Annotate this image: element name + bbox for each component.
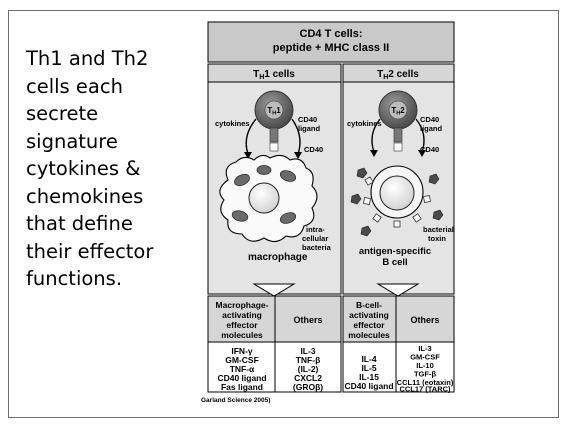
th1-label-bacteria-2: cellular bbox=[302, 234, 328, 243]
svg-text:IL-15: IL-15 bbox=[359, 372, 379, 382]
slide-body-text: Th1 and Th2 cells each secrete signature… bbox=[26, 45, 184, 293]
th1-effector-molecules: IFN-γ GM-CSF TNF-α CD40 ligand Fas ligan… bbox=[217, 346, 266, 392]
svg-text:GM-CSF: GM-CSF bbox=[225, 355, 259, 365]
svg-text:IL-4: IL-4 bbox=[361, 354, 376, 364]
svg-text:IL-3: IL-3 bbox=[300, 346, 315, 356]
svg-text:(IL-2): (IL-2) bbox=[298, 364, 319, 374]
th2-mhc bbox=[393, 142, 403, 152]
th2-table-header-right: Others bbox=[410, 315, 439, 325]
th1-cytokine-arrow-left bbox=[245, 118, 257, 155]
th2-secretion-arrow bbox=[376, 283, 420, 297]
th2-label-toxin-2: toxin bbox=[428, 234, 446, 243]
th1-cytokine-arrow-right bbox=[291, 118, 301, 155]
svg-text:activating: activating bbox=[349, 310, 389, 320]
body-line: their effector bbox=[26, 239, 154, 263]
th2-arrowhead-right bbox=[418, 150, 426, 157]
th1-panel-title-bar bbox=[207, 63, 342, 83]
svg-text:Fas ligand: Fas ligand bbox=[221, 382, 263, 392]
th2-panel-title: TH2 cells bbox=[377, 69, 419, 81]
th1-label-cd40-ligand-2: ligand bbox=[298, 124, 321, 133]
b-cell-receptors bbox=[363, 176, 431, 228]
th2-cytokine-arrow-right bbox=[415, 118, 425, 153]
th1-secretion-arrow bbox=[252, 283, 296, 297]
svg-text:effector: effector bbox=[226, 320, 258, 330]
th1-table-header-right: Others bbox=[293, 315, 322, 325]
th2-arrowhead-left bbox=[370, 150, 378, 157]
th2-effector-molecules: IL-4 IL-5 IL-15 CD40 ligand bbox=[344, 354, 393, 391]
th1-tcr bbox=[269, 127, 279, 143]
th2-label-target-1: antigen-specific bbox=[359, 246, 431, 257]
svg-text:(GROβ): (GROβ) bbox=[293, 382, 323, 392]
slide-frame bbox=[8, 10, 559, 418]
th2-cytokine-arrow-left bbox=[371, 118, 381, 153]
svg-text:CCL11 (eotaxin): CCL11 (eotaxin) bbox=[397, 378, 454, 387]
th1-label-cd40-ligand-1: CD40 bbox=[298, 115, 317, 124]
body-line: cells each bbox=[26, 74, 123, 98]
body-line: signature bbox=[26, 129, 118, 153]
svg-text:molecules: molecules bbox=[348, 330, 390, 340]
intracellular-bacteria bbox=[231, 165, 297, 224]
th2-label-target-2: B cell bbox=[382, 257, 407, 268]
th2-label-cd40-ligand-1: CD40 bbox=[420, 115, 439, 124]
header-title-line1: CD4 T cells: bbox=[300, 28, 363, 40]
body-line: cytokines & bbox=[26, 157, 141, 180]
th2-table-header-left: B-cell- activating effector molecules bbox=[348, 300, 390, 340]
th-cell-figure: CD4 T cells: peptide + MHC class II TH1 … bbox=[198, 20, 550, 408]
svg-text:effector: effector bbox=[353, 320, 385, 330]
svg-text:molecules: molecules bbox=[221, 330, 263, 340]
svg-text:TNF-β: TNF-β bbox=[296, 355, 321, 365]
th1-label-cd40: CD40 bbox=[304, 145, 323, 154]
th2-label-cd40: CD40 bbox=[420, 145, 439, 154]
th1-table-header-left: Macrophage- activating effector molecule… bbox=[216, 300, 269, 340]
svg-text:CD40 ligand: CD40 ligand bbox=[344, 381, 393, 391]
body-line: secrete bbox=[26, 102, 99, 125]
body-line: functions. bbox=[26, 267, 123, 290]
th1-cell-label: TH1 bbox=[267, 106, 281, 117]
svg-text:Macrophage-: Macrophage- bbox=[216, 300, 269, 310]
th1-arrowhead-right bbox=[294, 152, 302, 159]
body-line: Th1 and Th2 bbox=[26, 47, 149, 70]
body-line: that define bbox=[26, 212, 133, 235]
th1-label-bacteria-3: bacteria bbox=[302, 243, 332, 252]
th2-label-toxin-1: bacterial bbox=[423, 225, 454, 234]
th2-tcr bbox=[393, 127, 403, 143]
svg-text:TGF-β: TGF-β bbox=[414, 370, 436, 379]
svg-text:TNF-α: TNF-α bbox=[230, 364, 255, 374]
th1-other-molecules: IL-3 TNF-β (IL-2) CXCL2 (GROβ) bbox=[293, 346, 323, 392]
th2-panel-title-bar bbox=[342, 63, 455, 83]
th1-nucleus bbox=[264, 100, 284, 120]
svg-text:CD40 ligand: CD40 ligand bbox=[217, 373, 266, 383]
body-line: chemokines bbox=[26, 184, 144, 208]
th2-label-cytokines: cytokines bbox=[347, 119, 382, 128]
th1-label-bacteria-1: intra- bbox=[306, 225, 325, 234]
svg-text:B-cell-: B-cell- bbox=[356, 300, 382, 310]
macrophage-nucleus bbox=[248, 182, 280, 214]
svg-text:activating: activating bbox=[222, 310, 262, 320]
b-cell-nucleus bbox=[379, 175, 415, 211]
svg-text:CCL17 (TARC): CCL17 (TARC) bbox=[399, 385, 451, 394]
svg-text:IL-10: IL-10 bbox=[416, 361, 434, 370]
th1-label-macrophage: macrophage bbox=[248, 252, 308, 263]
svg-text:CXCL2: CXCL2 bbox=[294, 373, 322, 383]
th2-label-cd40-ligand-2: ligand bbox=[420, 124, 443, 133]
th2-other-molecules: IL-3 GM-CSF IL-10 TGF-β CCL11 (eotaxin) … bbox=[397, 344, 454, 394]
header-box bbox=[207, 21, 455, 63]
svg-text:IL-3: IL-3 bbox=[418, 344, 431, 353]
svg-text:IFN-γ: IFN-γ bbox=[231, 346, 253, 356]
th1-label-cytokines: cytokines bbox=[215, 119, 250, 128]
svg-text:IL-5: IL-5 bbox=[361, 363, 376, 373]
th1-arrowhead-left bbox=[244, 152, 252, 159]
bacterial-toxins bbox=[350, 167, 444, 237]
header-title-line2: peptide + MHC class II bbox=[273, 42, 389, 54]
th2-table-header bbox=[342, 295, 455, 343]
svg-text:GM-CSF: GM-CSF bbox=[410, 353, 440, 362]
th1-mhc bbox=[269, 142, 279, 152]
th1-panel-title: TH1 cells bbox=[253, 69, 295, 81]
th2-nucleus bbox=[388, 100, 408, 120]
figure-credit: Garland Science 2005) bbox=[201, 397, 271, 404]
th2-cell-label: TH2 bbox=[391, 106, 405, 117]
figure-svg: CD4 T cells: peptide + MHC class II TH1 … bbox=[207, 21, 455, 394]
